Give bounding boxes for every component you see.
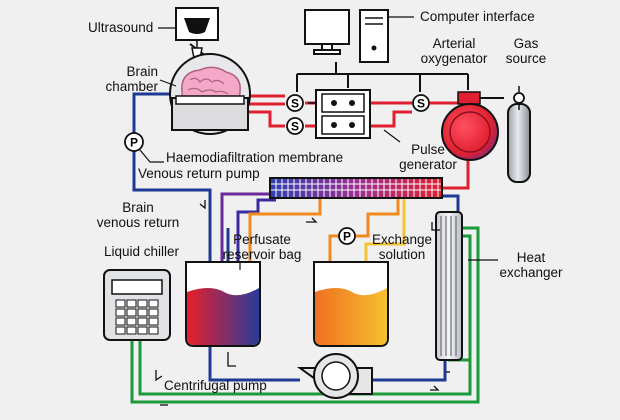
computer <box>304 9 414 63</box>
heat-exchanger <box>435 211 498 361</box>
label-exchange-solution: Exchange solution <box>371 232 433 262</box>
pulse-generator <box>308 89 401 143</box>
label-perfusate-reservoir-bag: Perfusate reservoir bag <box>222 232 302 262</box>
exchange-lines <box>248 196 406 262</box>
perfusate-reservoir-bag <box>185 261 261 347</box>
flow-arrows <box>155 200 450 406</box>
arterial-oxygenator <box>441 91 504 161</box>
sensors: S S S <box>286 94 430 135</box>
ultrasound-device <box>158 7 219 59</box>
label-brain-venous-return: Brain venous return <box>96 200 180 230</box>
label-gas-source: Gas source <box>505 36 547 66</box>
label-computer-interface: Computer interface <box>420 9 535 24</box>
label-heat-exchanger: Heat exchanger <box>499 250 563 280</box>
label-arterial-oxygenator: Arterial oxygenator <box>420 36 488 66</box>
label-brain-chamber: Brain chamber <box>105 64 158 94</box>
sensor-symbol: S <box>417 97 425 111</box>
venous-return-pump: P <box>124 132 164 163</box>
sensor-3: S <box>412 94 430 112</box>
pump-symbol: P <box>130 136 138 150</box>
sensor-1: S <box>286 94 304 112</box>
liquid-chiller <box>103 269 171 341</box>
exchange-solution <box>313 261 389 347</box>
label-centrifugal-pump: Centrifugal pump <box>164 378 267 393</box>
label-venous-return-pump: Venous return pump <box>138 166 260 181</box>
sensor-symbol: S <box>291 97 299 111</box>
gas-source <box>507 86 531 183</box>
arterial-lines <box>243 94 458 128</box>
brain-chamber <box>159 53 251 135</box>
sensor-2: S <box>286 117 304 135</box>
haemodiafiltration-membrane <box>269 177 443 199</box>
venous-lines <box>132 92 447 382</box>
pump-symbol: P <box>343 230 351 244</box>
exchange-pump: P <box>338 227 356 245</box>
label-ultrasound: Ultrasound <box>88 20 154 35</box>
centrifugal-pump <box>296 353 373 399</box>
label-liquid-chiller: Liquid chiller <box>104 244 180 259</box>
label-haemodiafiltration-membrane: Haemodiafiltration membrane <box>166 150 344 165</box>
label-pulse-generator: Pulse generator <box>399 142 457 172</box>
sensor-symbol: S <box>291 120 299 134</box>
